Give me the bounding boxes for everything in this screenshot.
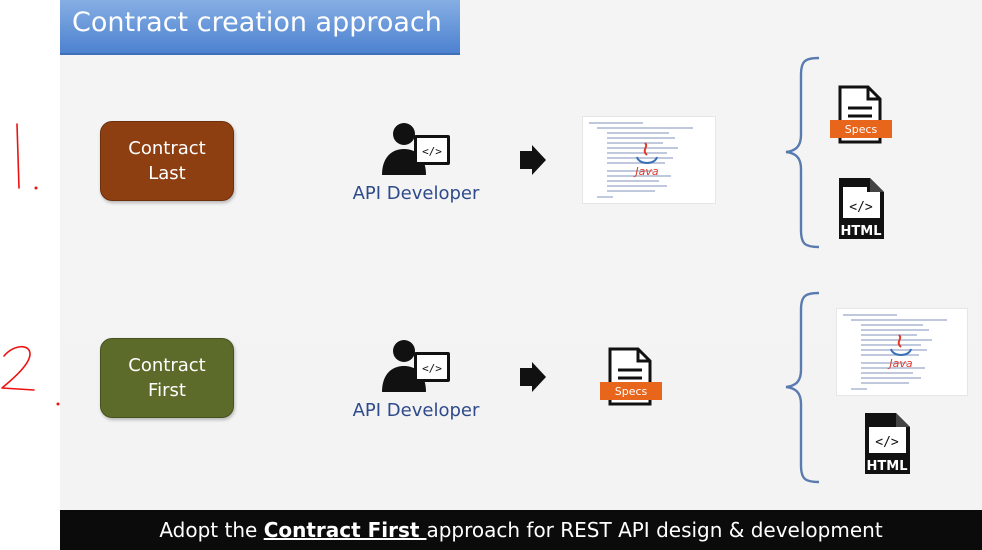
developer-icon: </> [382, 340, 450, 392]
html-document-icon: </> HTML [836, 175, 888, 247]
contract-last-box: Contract Last [100, 121, 234, 201]
svg-text:Specs: Specs [615, 385, 648, 398]
html-document-icon: </> HTML [862, 410, 914, 482]
java-code-image: Java [582, 116, 716, 204]
annotation-1-stroke [16, 123, 38, 190]
svg-text:</>: </> [875, 435, 899, 450]
svg-text:HTML: HTML [841, 224, 882, 239]
arrow-right-icon [520, 362, 546, 392]
developer-icon: </> [382, 123, 450, 175]
contract-last-line1: Contract [128, 138, 206, 159]
contract-first-line2: First [148, 380, 186, 401]
contract-last-line2: Last [148, 163, 186, 184]
svg-text:</>: </> [422, 145, 442, 158]
brace-icon [785, 56, 820, 249]
svg-text:Specs: Specs [845, 123, 878, 136]
svg-text:</>: </> [422, 362, 442, 375]
api-developer-1: </> API Developer [346, 121, 486, 204]
brace-icon [785, 291, 820, 484]
arrow-right-icon [520, 145, 546, 175]
specs-document-icon: Specs [598, 346, 666, 412]
svg-text:Java: Java [633, 165, 658, 178]
footer-text-before: Adopt the [159, 518, 264, 542]
contract-first-box: Contract First [100, 338, 234, 418]
footer-text-after: approach for REST API design & developme… [426, 518, 883, 542]
svg-text:</>: </> [849, 200, 873, 215]
title-bar: Contract creation approach [60, 0, 460, 55]
api-developer-2: </> API Developer [346, 338, 486, 421]
annotation-2-stroke [1, 345, 60, 406]
api-developer-label: API Developer [352, 183, 480, 204]
contract-first-line1: Contract [128, 355, 206, 376]
slide-title: Contract creation approach [72, 7, 442, 38]
svg-text:Java: Java [887, 357, 912, 370]
footer-caption: Adopt the Contract First approach for RE… [60, 510, 982, 550]
footer-text-emphasis: Contract First [263, 518, 427, 542]
slide-background [60, 0, 982, 510]
java-code-image: Java [836, 308, 968, 396]
api-developer-label: API Developer [352, 400, 480, 421]
specs-document-icon: Specs [828, 84, 896, 150]
svg-text:HTML: HTML [867, 459, 908, 474]
